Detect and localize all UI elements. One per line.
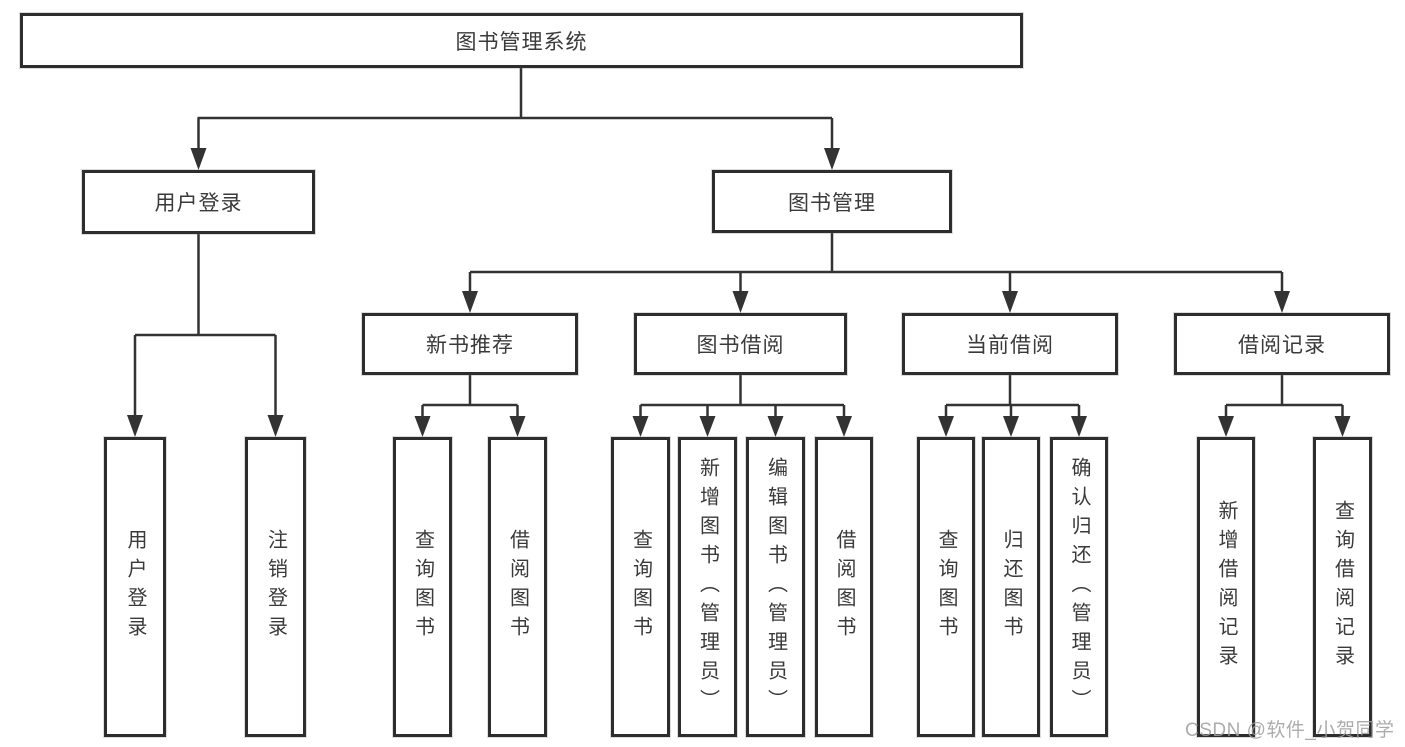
branch-user-login-connector	[133, 234, 277, 418]
arrow-down-icon	[632, 416, 649, 437]
node-library-management-system: 图书管理系统	[20, 13, 1023, 68]
branch-book-management-arrows	[462, 291, 1290, 313]
node-label: 图书借阅	[696, 334, 785, 357]
arrow-down-icon	[190, 148, 207, 170]
node-label: 注销登录	[264, 529, 287, 645]
arrow-down-icon	[767, 416, 784, 437]
node-label: 查询图书	[629, 529, 652, 645]
node-label: 确认归还（管理员）	[1068, 456, 1090, 718]
leaf-edit-book-admin: 编辑图书（管理员）	[746, 437, 805, 737]
branch-borrow-record-arrows	[1218, 416, 1351, 437]
arrow-down-icon	[1274, 291, 1290, 313]
leaf-add-book-admin: 新增图书（管理员）	[678, 437, 737, 737]
leaf-borrow-books-recommend: 借阅图书	[488, 437, 547, 737]
arrow-down-icon	[699, 416, 716, 437]
branch-book-borrow-connector	[639, 375, 846, 420]
node-label: 查询借阅记录	[1331, 500, 1354, 674]
node-label: 图书管理系统	[455, 30, 588, 54]
branch-book-management-connector	[468, 233, 1284, 294]
node-label: 查询图书	[935, 529, 957, 645]
leaf-query-books-recommend: 查询图书	[393, 437, 452, 737]
node-label: 借阅图书	[833, 529, 855, 645]
arrow-down-icon	[836, 416, 852, 437]
node-book-borrow: 图书借阅	[634, 313, 847, 375]
branch-new-book-connector	[421, 375, 519, 420]
node-label: 编辑图书（管理员）	[764, 456, 787, 718]
arrow-down-icon	[509, 416, 526, 437]
node-current-borrow: 当前借阅	[902, 313, 1118, 375]
branch-current-borrow-arrows	[938, 416, 1087, 437]
arrow-down-icon	[462, 291, 478, 313]
branch-borrow-record-connector	[1224, 375, 1344, 420]
arrow-down-icon	[414, 416, 431, 437]
leaf-return-books: 归还图书	[982, 437, 1040, 737]
arrow-down-icon	[1334, 416, 1351, 437]
arrow-down-icon	[824, 148, 840, 170]
branch-root-connector	[197, 68, 834, 151]
arrow-down-icon	[732, 291, 749, 313]
node-borrow-records: 借阅记录	[1174, 313, 1390, 375]
arrow-down-icon	[938, 416, 954, 437]
node-label: 归还图书	[1000, 529, 1022, 645]
arrow-down-icon	[1218, 416, 1234, 437]
node-label: 查询图书	[411, 529, 434, 645]
branch-root-arrows	[190, 148, 840, 170]
csdn-watermark: CSDN @软件_小贺同学	[1185, 720, 1395, 741]
arrow-down-icon	[1003, 416, 1019, 437]
node-label: 图书管理	[788, 191, 876, 215]
leaf-logout: 注销登录	[245, 437, 306, 737]
leaf-query-borrow-record: 查询借阅记录	[1313, 437, 1372, 737]
node-label: 用户登录	[124, 529, 146, 645]
node-label: 借阅记录	[1238, 334, 1326, 357]
node-label: 新增图书（管理员）	[696, 456, 719, 718]
node-label: 当前借阅	[966, 334, 1054, 357]
branch-current-borrow-connector	[944, 375, 1081, 420]
leaf-borrow-books: 借阅图书	[815, 437, 873, 737]
branch-new-book-arrows	[414, 416, 526, 437]
node-label: 用户登录	[154, 192, 243, 215]
node-new-book-recommend: 新书推荐	[362, 313, 578, 375]
leaf-user-login: 用户登录	[104, 437, 166, 737]
branch-user-login-arrows	[127, 415, 284, 437]
leaf-query-books-borrow: 查询图书	[611, 437, 670, 737]
leaf-confirm-return-admin: 确认归还（管理员）	[1050, 437, 1108, 737]
node-label: 新书推荐	[426, 334, 514, 357]
node-user-login: 用户登录	[82, 170, 315, 234]
arrow-down-icon	[267, 415, 284, 437]
node-book-management: 图书管理	[712, 170, 952, 233]
node-label: 借阅图书	[506, 529, 529, 645]
branch-book-borrow-arrows	[632, 416, 852, 437]
leaf-add-borrow-record: 新增借阅记录	[1197, 437, 1255, 737]
arrow-down-icon	[1002, 291, 1018, 313]
arrow-down-icon	[1071, 416, 1087, 437]
leaf-query-books-current: 查询图书	[917, 437, 975, 737]
node-label: 新增借阅记录	[1215, 500, 1237, 674]
arrow-down-icon	[127, 415, 143, 437]
